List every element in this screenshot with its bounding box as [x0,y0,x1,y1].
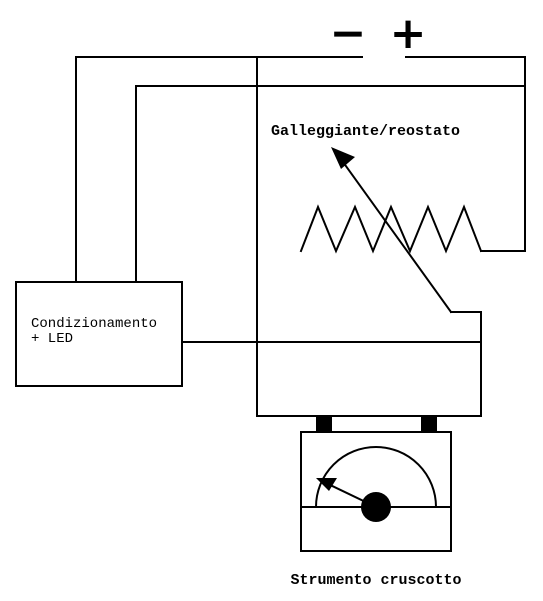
gauge-pivot [361,492,391,522]
dashboard-gauge [300,416,452,552]
arrow-head-icon [331,147,355,169]
wiring [75,56,526,417]
wire-negative-to-conditioning [75,56,363,283]
conditioning-label-line1: Condizionamento [31,316,157,332]
conditioning-unit: Condizionamento + LED [15,281,183,387]
gauge-terminal-right [421,416,437,432]
gauge-terminal-left [316,416,332,432]
wire-wiper-to-gauge [256,311,482,417]
battery-positive-sign: + [390,8,427,59]
wire-to-rheostat [480,85,526,252]
float-rheostat-label: Galleggiante/reostato [271,123,460,140]
wire-positive-rail [405,56,526,87]
battery-negative-sign: − [330,8,367,59]
gauge-needle-tip-icon [316,478,337,491]
float-wiper-arrow [331,147,453,314]
wire-positive-to-conditioning [135,85,526,283]
dashboard-gauge-label: Strumento cruscotto [290,572,461,589]
rheostat-resistor [299,204,483,254]
conditioning-label-line2: + LED [31,331,73,347]
